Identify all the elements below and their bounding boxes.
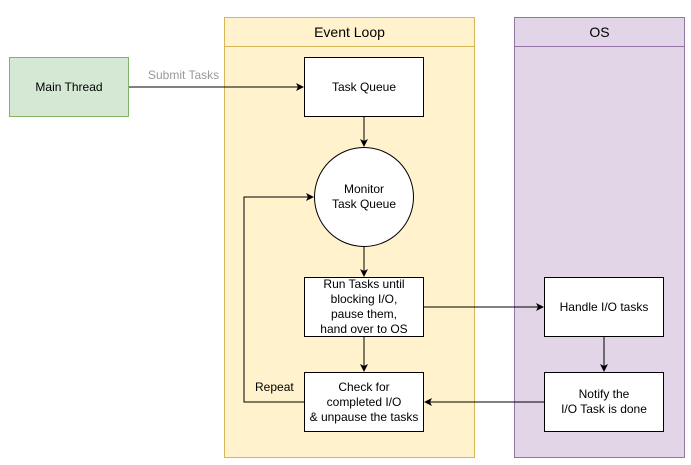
- handle-io-tasks-node: Handle I/O tasks: [544, 277, 664, 337]
- check-completed-io-node: Check for completed I/O & unpause the ta…: [304, 372, 424, 432]
- task-queue-node: Task Queue: [304, 57, 424, 117]
- repeat-label: Repeat: [255, 380, 294, 394]
- monitor-task-queue-node: Monitor Task Queue: [314, 147, 414, 247]
- main-thread-node: Main Thread: [9, 57, 129, 117]
- run-tasks-node: Run Tasks until blocking I/O, pause them…: [304, 277, 424, 337]
- os-lane-title: OS: [515, 18, 684, 47]
- edge-repeat: [243, 193, 314, 403]
- submit-tasks-label: Submit Tasks: [148, 68, 220, 82]
- event-loop-lane-title: Event Loop: [225, 18, 474, 47]
- notify-io-done-node: Notify the I/O Task is done: [544, 372, 664, 432]
